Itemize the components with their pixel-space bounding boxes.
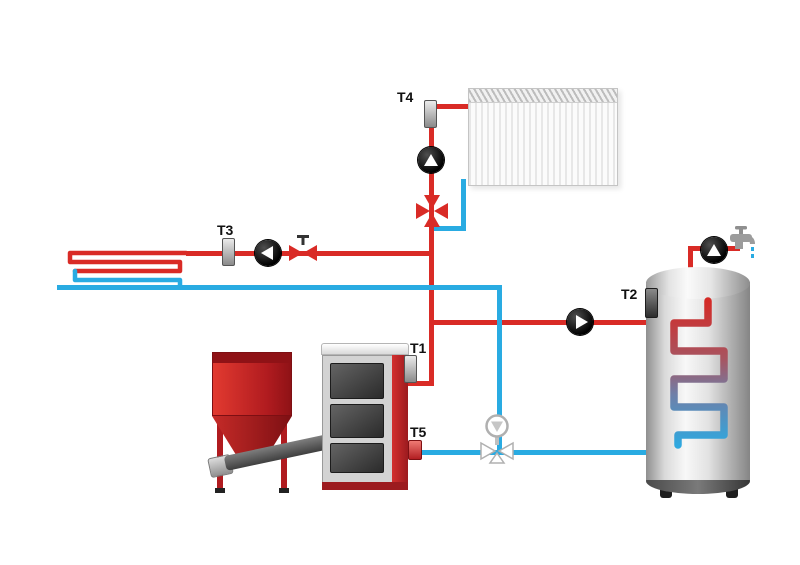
pipe-hot-boiler-riser — [429, 220, 434, 325]
thermostatic-valve-group-icon — [480, 414, 514, 464]
tank-foot-left — [660, 488, 672, 498]
boiler-door-top — [330, 363, 384, 399]
pump-floor-icon — [255, 240, 281, 266]
sensor-t2-label: T2 — [621, 286, 638, 302]
hopper-leg-left — [217, 416, 223, 490]
pipe-hot-radiator-feed — [429, 104, 474, 109]
pipe-hot-main-supply — [429, 320, 653, 325]
three-way-valve-icon — [289, 235, 317, 261]
boiler-base — [322, 482, 408, 490]
sensor-t5 — [408, 440, 422, 460]
faucet-icon — [730, 226, 755, 258]
radiator-top-grille — [469, 89, 617, 103]
sensor-t1-label: T1 — [410, 340, 427, 356]
hopper-foot-left — [215, 488, 225, 493]
mixing-valve-4way-icon — [416, 195, 448, 227]
pipe-cold-return-drop — [497, 285, 502, 455]
tank-heating-coil — [670, 297, 728, 449]
pipe-cold-boiler-return — [407, 450, 650, 455]
pipe-hot-boiler-outlet-h — [400, 381, 434, 386]
pump-flow-arrow — [707, 244, 721, 256]
pipe-cold-main-return — [57, 285, 502, 290]
pellet-hopper — [212, 352, 292, 416]
sensor-t2 — [645, 288, 658, 318]
pump-dhw-icon — [701, 237, 727, 263]
pump-flow-arrow — [575, 315, 588, 329]
sensor-t4-label: T4 — [397, 89, 414, 105]
pump-flow-arrow — [260, 246, 273, 260]
sensor-t1 — [404, 355, 417, 383]
boiler-side-panel — [392, 355, 408, 489]
pipe-hot-boiler-outlet-v — [429, 320, 434, 386]
boiler-door-middle — [330, 404, 384, 438]
sensor-t3-label: T3 — [217, 222, 234, 238]
boiler-top-panel — [321, 343, 409, 355]
sensor-t5-label: T5 — [410, 424, 427, 440]
pump-flow-arrow — [424, 154, 438, 166]
hopper-foot-right — [279, 488, 289, 493]
radiator — [468, 88, 618, 186]
pipe-cold-radiator-return-h — [434, 226, 466, 231]
sensor-t3 — [222, 238, 235, 266]
tank-foot-right — [726, 488, 738, 498]
pipe-cold-radiator-return-v — [461, 179, 466, 231]
tank-top-cap — [646, 267, 750, 299]
floor-heating-loop — [67, 250, 189, 290]
sensor-t4 — [424, 100, 437, 128]
pump-tank-charge-icon — [567, 309, 593, 335]
pump-radiator-icon — [418, 147, 444, 173]
hopper-lid — [213, 353, 291, 363]
boiler-door-bottom — [330, 443, 384, 473]
